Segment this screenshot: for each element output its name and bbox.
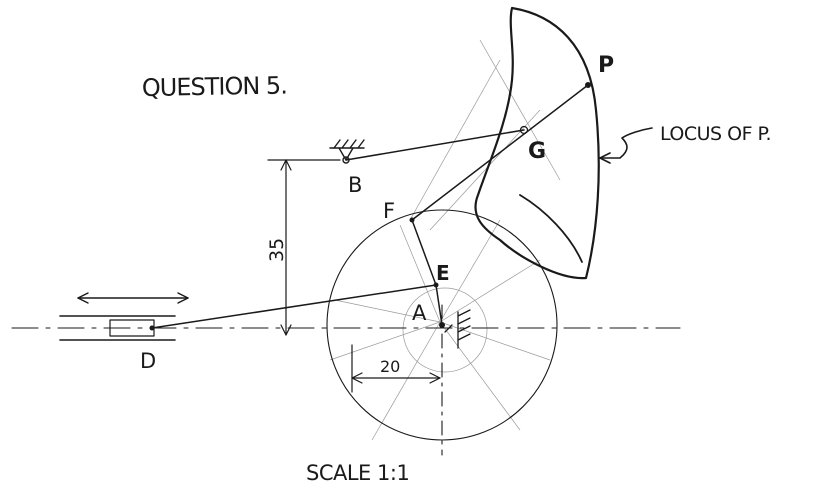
link-d-e (151, 284, 437, 329)
joint-g (519, 125, 529, 135)
joint-d (149, 325, 155, 331)
dimension-35 (267, 159, 341, 336)
locus-label: LOCUS OF P. (660, 123, 771, 145)
label-g: G (528, 139, 546, 164)
joint-a (439, 322, 445, 328)
label-e: E (436, 261, 450, 285)
joint-p (585, 82, 591, 88)
scale-label: SCALE 1:1 (306, 461, 409, 485)
locus-of-p-curve (474, 6, 600, 280)
label-d: D (140, 349, 156, 373)
joint-f (409, 217, 415, 223)
link-e-f (411, 219, 437, 286)
fixed-pivot-a (444, 309, 471, 349)
fixed-pivot-b (329, 139, 365, 164)
link-b-g (345, 129, 525, 161)
crank-circle (326, 209, 558, 441)
dimension-20-label: 20 (380, 357, 400, 376)
label-f: F (383, 199, 395, 223)
locus-leader-arrow (599, 127, 653, 164)
joint-e (433, 282, 439, 288)
dimension-35-label: 35 (266, 238, 288, 262)
question-title: QUESTION 5. (142, 71, 287, 102)
label-p: P (598, 53, 614, 78)
locus-inner-curve (519, 194, 583, 263)
link-a-e (435, 284, 443, 326)
slider-motion-arrow (77, 292, 189, 304)
dimension-20 (351, 344, 441, 393)
link-f-p (411, 84, 589, 221)
label-b: B (348, 173, 362, 197)
label-a: A (412, 301, 427, 325)
